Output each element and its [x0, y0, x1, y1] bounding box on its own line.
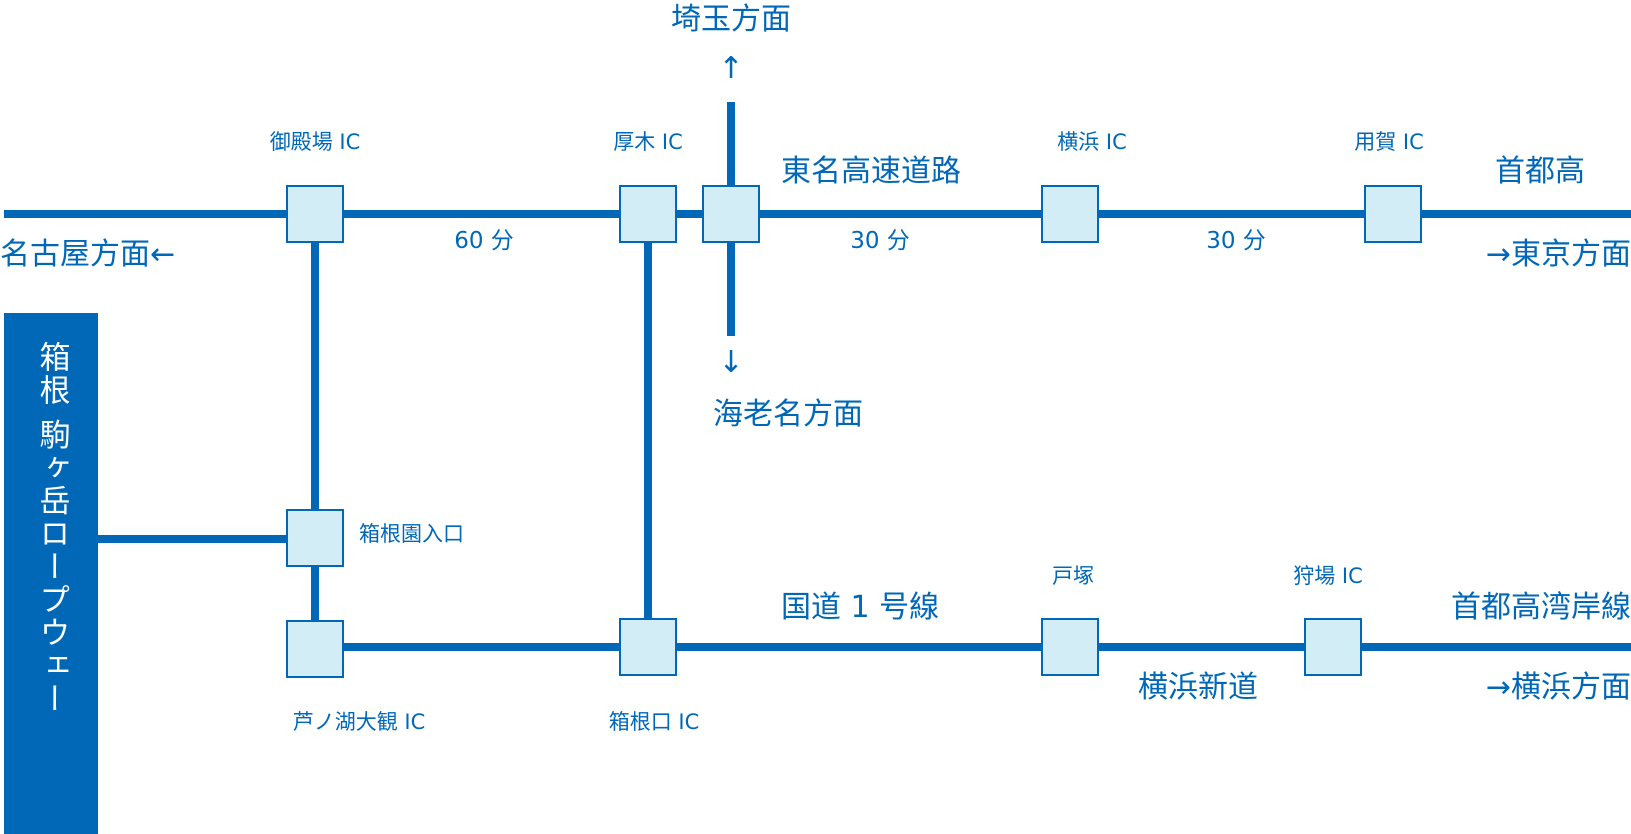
tomei-expressway-line	[4, 210, 1631, 218]
route1-line	[315, 643, 1631, 651]
hakoneen-label: 箱根園入口	[359, 522, 464, 546]
down-arrow-icon: ↓	[718, 345, 744, 380]
yoga-ic-box[interactable]	[1364, 185, 1422, 243]
hakoneguchi-ic-label: 箱根口 IC	[608, 710, 700, 734]
tokyo-direction: →東京方面	[1485, 237, 1631, 272]
yokohama-ic-label: 横浜 IC	[1057, 130, 1127, 154]
ashinoko-ic-box[interactable]	[286, 620, 344, 678]
time-yokohama-yoga: 30 分	[1206, 228, 1266, 254]
yokohama-shindo-label: 横浜新道	[1138, 670, 1258, 705]
tomei-label: 東名高速道路	[781, 154, 961, 189]
ropeway-label: 箱根 駒ヶ岳ロープウェー	[33, 341, 70, 716]
time-gotemba-atsugi: 60 分	[454, 228, 514, 254]
totsuka-label: 戸塚	[1052, 564, 1094, 588]
ashinoko-ic-label: 芦ノ湖大観 IC	[292, 710, 426, 734]
ebina-direction: 海老名方面	[713, 397, 863, 432]
yoga-ic-label: 用賀 IC	[1354, 130, 1424, 154]
kariba-ic-label: 狩場 IC	[1293, 564, 1363, 588]
wangan-label: 首都高湾岸線	[1451, 590, 1631, 625]
up-arrow-icon: ↑	[718, 51, 744, 86]
yokohama-direction: →横浜方面	[1485, 670, 1631, 705]
junction-box[interactable]	[702, 185, 760, 243]
kariba-ic-box[interactable]	[1304, 618, 1362, 676]
shutoko-label: 首都高	[1495, 154, 1585, 189]
route1-label: 国道 1 号線	[781, 590, 940, 625]
atsugi-hakoneguchi-line	[644, 214, 652, 646]
saitama-direction: 埼玉方面	[671, 2, 791, 37]
atsugi-ic-label: 厚木 IC	[613, 130, 683, 154]
ropeway-block[interactable]: 箱根 駒ヶ岳ロープウェー	[4, 313, 98, 834]
gotemba-ic-label: 御殿場 IC	[269, 130, 361, 154]
gotemba-ic-box[interactable]	[286, 185, 344, 243]
ropeway-connector-line	[98, 535, 315, 543]
totsuka-box[interactable]	[1041, 618, 1099, 676]
yokohama-ic-box[interactable]	[1041, 185, 1099, 243]
hakoneguchi-ic-box[interactable]	[619, 618, 677, 676]
atsugi-ic-box[interactable]	[619, 185, 677, 243]
nagoya-direction: 名古屋方面←	[0, 237, 176, 272]
hakoneen-box[interactable]	[286, 509, 344, 567]
gotemba-ashinoko-line	[311, 214, 319, 646]
time-atsugi-yokohama: 30 分	[850, 228, 910, 254]
